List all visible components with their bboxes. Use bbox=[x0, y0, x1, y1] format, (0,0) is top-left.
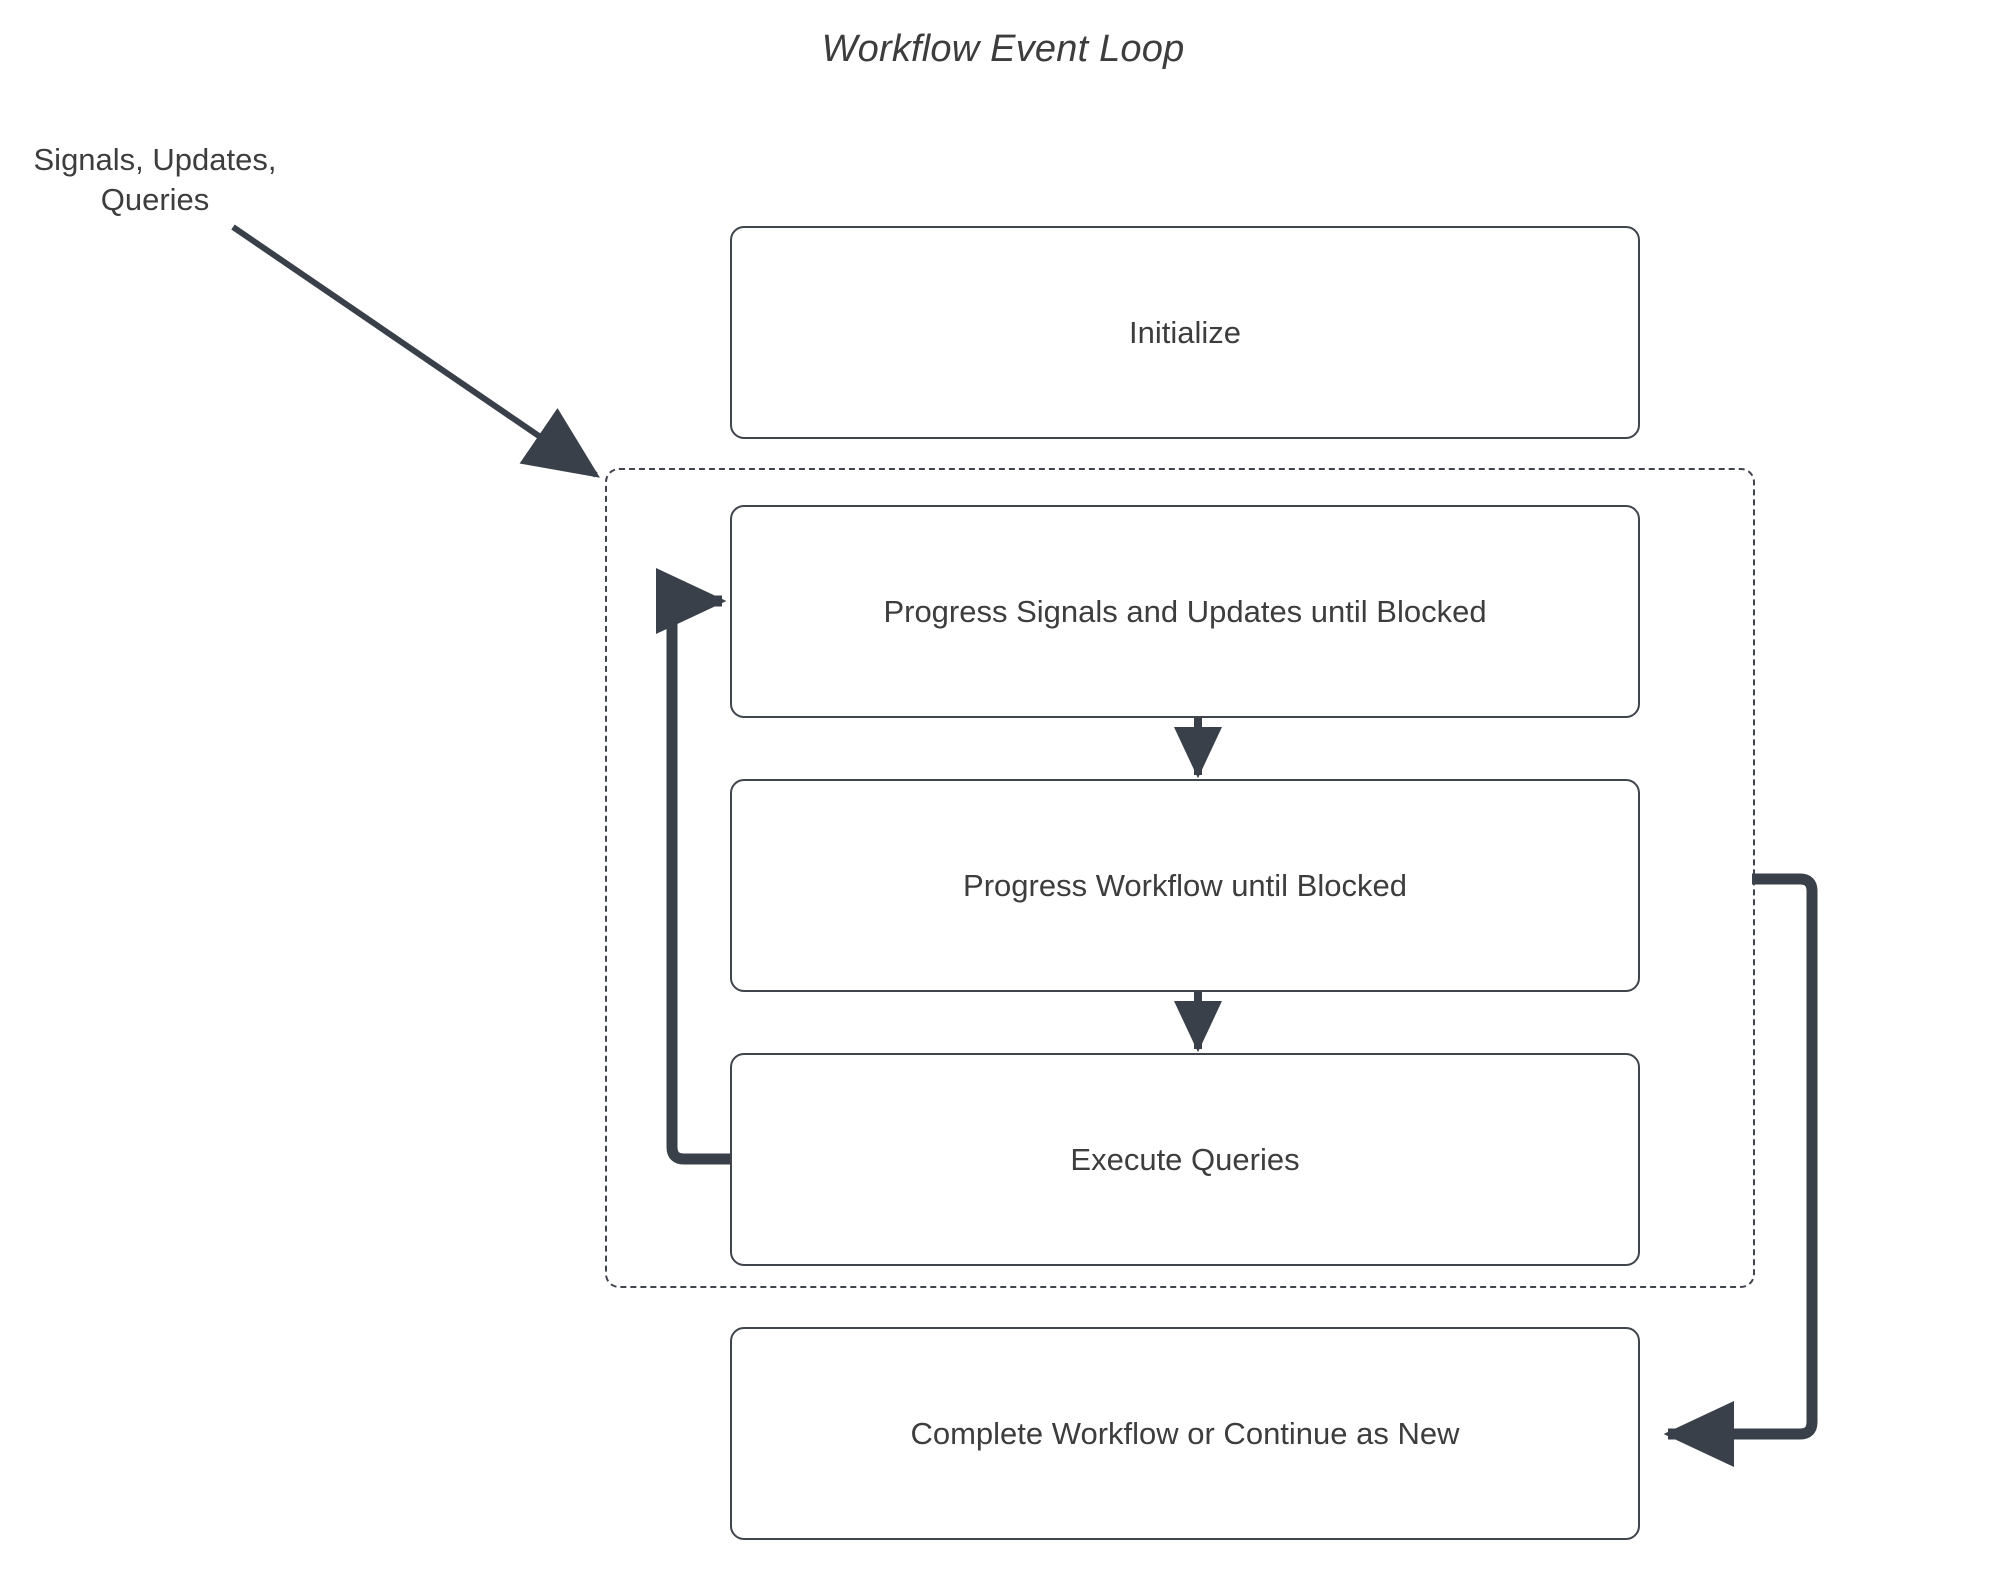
event-loop-group bbox=[605, 468, 1755, 1288]
node-progress-workflow-label: Progress Workflow until Blocked bbox=[963, 867, 1407, 903]
node-initialize[interactable]: Initialize bbox=[730, 226, 1640, 439]
node-progress-signals-label: Progress Signals and Updates until Block… bbox=[883, 593, 1487, 629]
node-complete-workflow-label: Complete Workflow or Continue as New bbox=[910, 1415, 1460, 1451]
node-progress-signals[interactable]: Progress Signals and Updates until Block… bbox=[730, 505, 1640, 718]
node-execute-queries-label: Execute Queries bbox=[1070, 1141, 1300, 1177]
page-title: Workflow Event Loop bbox=[821, 28, 1185, 70]
node-initialize-label: Initialize bbox=[1129, 314, 1241, 350]
inbound-signals-label: Signals, Updates, Queries bbox=[33, 142, 277, 217]
edge-signals-to-loop bbox=[231, 224, 600, 478]
node-execute-queries[interactable]: Execute Queries bbox=[730, 1053, 1640, 1266]
node-progress-workflow[interactable]: Progress Workflow until Blocked bbox=[730, 779, 1640, 992]
node-complete-workflow[interactable]: Complete Workflow or Continue as New bbox=[730, 1327, 1640, 1540]
